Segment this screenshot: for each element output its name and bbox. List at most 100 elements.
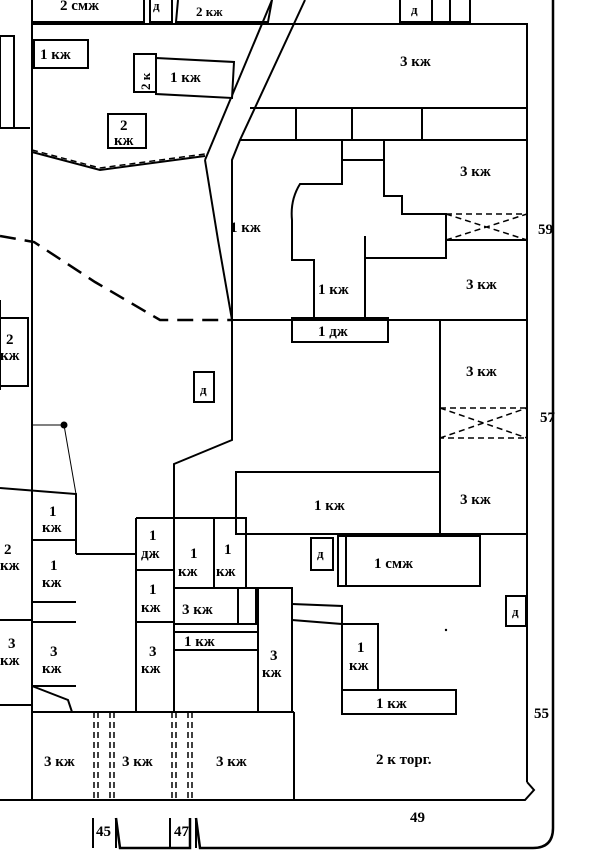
label-num: 3	[149, 644, 157, 660]
passage-45	[93, 711, 115, 801]
road-edge	[173, 320, 233, 520]
label-num: 1	[357, 640, 365, 656]
thin-line	[32, 424, 77, 495]
label-num: 1	[50, 558, 58, 574]
label-d: д	[153, 0, 160, 13]
label-type: кж	[141, 661, 161, 677]
label-3kzh: 3 кж	[466, 277, 497, 293]
label-d: д	[411, 2, 418, 17]
label-num: 3	[270, 648, 278, 664]
building-outline	[174, 0, 273, 23]
marker-dot	[444, 628, 448, 632]
building-1smzh	[337, 535, 481, 587]
road-edge	[231, 0, 306, 320]
label-num: 1	[190, 546, 198, 562]
building-1kzh-s6	[341, 689, 457, 715]
label-type: кж	[0, 558, 20, 574]
label-num: 3	[50, 644, 58, 660]
passage-lines	[97, 712, 111, 800]
building-1kzh-nw	[33, 39, 89, 69]
building-outline	[31, 685, 136, 713]
label-num: 2	[4, 542, 12, 558]
street-boundary	[114, 0, 555, 850]
building-2kzh-w	[0, 317, 29, 387]
block-outline	[31, 0, 536, 801]
building-outline	[0, 487, 77, 554]
house-number-55: 55	[534, 706, 549, 722]
building-outline	[149, 0, 173, 23]
label-1kzh: 1 кж	[376, 696, 407, 712]
dashed-boundary	[0, 234, 232, 322]
label-2k: 2 к	[138, 72, 153, 90]
label-num: 3	[8, 636, 16, 652]
label-1kzh: 1 кж	[230, 220, 261, 236]
label-type: кж	[0, 653, 20, 669]
label-3kzh: 3 кж	[400, 54, 431, 70]
label-type: кж	[349, 658, 369, 674]
building-1kzh-c	[290, 140, 447, 318]
label-1smzh: 1 смж	[374, 556, 413, 572]
label-num: 1	[49, 504, 57, 520]
house-number-49: 49	[410, 810, 425, 826]
label-3kzh: 3 кж	[44, 754, 75, 770]
passage-57	[439, 407, 528, 439]
label-type: кж	[114, 133, 134, 149]
wall-line	[31, 151, 206, 172]
building-outline	[399, 0, 471, 23]
passage-cross	[439, 407, 528, 439]
building-d-c	[193, 371, 215, 403]
house-number-45: 45	[96, 824, 111, 840]
building-1dzh-c	[291, 317, 389, 343]
building-outline	[31, 0, 145, 23]
label-1kzh: 1 кж	[170, 70, 201, 86]
label-1kzh: 1 кж	[40, 47, 71, 63]
passage-lines	[175, 712, 189, 800]
building-3kzh-s	[173, 587, 257, 625]
label-num: 2	[120, 118, 128, 134]
building-connector	[291, 603, 343, 626]
house-number-57: 57	[540, 410, 556, 426]
label-num: 1	[149, 582, 157, 598]
label-1kzh: 1 кж	[314, 498, 345, 514]
road-edge	[204, 0, 273, 161]
marker-dot	[60, 421, 68, 429]
label-type: кж	[178, 564, 198, 580]
label-2smzh: 2 смж	[60, 0, 99, 14]
label-num: 2	[6, 332, 14, 348]
building-outline	[0, 35, 15, 129]
building-2kzh-small	[107, 113, 147, 149]
label-type: кж	[216, 564, 236, 580]
label-1kzh: 1 кж	[318, 282, 349, 298]
building-outline	[256, 587, 293, 712]
label-num: 1	[149, 528, 157, 544]
label-3kzh: 3 кж	[460, 164, 491, 180]
label-1kzh: 1 кж	[184, 634, 215, 650]
label-2ktorg: 2 к торг.	[376, 752, 432, 768]
label-3kzh: 3 кж	[216, 754, 247, 770]
label-type: кж	[42, 575, 62, 591]
label-3kzh: 3 кж	[182, 602, 213, 618]
label-3kzh: 3 кж	[122, 754, 153, 770]
label-type: дж	[141, 546, 160, 562]
label-type: кж	[42, 520, 62, 536]
road-edge	[204, 159, 233, 321]
building-d-s	[310, 537, 334, 571]
label-d: д	[317, 546, 324, 561]
wall-line-dotted	[31, 149, 206, 169]
label-type: кж	[0, 348, 20, 364]
label-2kzh-top: 2 кж	[196, 4, 223, 19]
house-number-59: 59	[538, 222, 553, 238]
label-3kzh: 3 кж	[466, 364, 497, 380]
building-1kzh-s5	[341, 623, 379, 691]
label-num: 1	[224, 542, 232, 558]
label-type: кж	[262, 665, 282, 681]
passage-47	[171, 711, 193, 801]
label-3kzh: 3 кж	[460, 492, 491, 508]
label-type: кж	[141, 600, 161, 616]
label-1dzh: 1 дж	[318, 324, 348, 340]
building-1kzh-big	[235, 471, 441, 535]
passage-cross	[445, 213, 528, 241]
passage-59	[445, 213, 528, 241]
building-d-e	[505, 595, 527, 627]
